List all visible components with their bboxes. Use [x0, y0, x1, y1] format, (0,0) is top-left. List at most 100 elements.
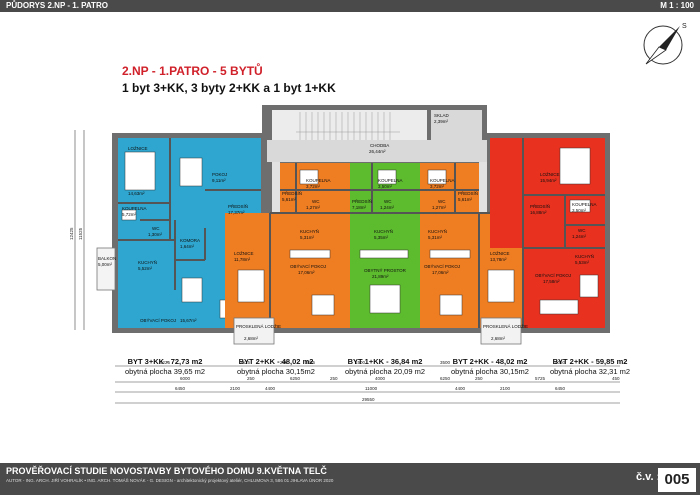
floor-heading: 2.NP - 1.PATRO - 5 BYTŮ	[122, 64, 263, 78]
footer-title: PROVĚŘOVACÍ STUDIE NOVOSTAVBY BYTOVÉHO D…	[6, 466, 327, 476]
b5-wc: WC	[578, 228, 586, 233]
footer-authors: AUTOR - ING. ARCH. JIŘÍ VOHRALÍK • ING. …	[6, 478, 334, 483]
b4-kuchyn: KUCHYŇ	[428, 228, 447, 234]
flat2-loggia	[233, 317, 275, 345]
room-labels: CHODBA 26,44m² SKLAD 2,39m² BALKON 5,00m…	[98, 113, 597, 341]
b1-koupelna-area: 5,72m²	[122, 212, 137, 217]
dim-mid-6: 250	[475, 376, 483, 381]
summary-flat-4: BYT 2+KK - 48,02 m2 obytná plocha 30,15m…	[430, 357, 550, 377]
summary-flat-4-sub: obytná plocha 30,15m2	[451, 367, 529, 376]
dim-mid-4: 4000	[375, 376, 386, 381]
b5-koupelna-area: 3,50m²	[572, 208, 587, 213]
b5-kuchyn-area: 5,53m²	[575, 260, 590, 265]
b5-loznice: LOŽNICE	[540, 170, 560, 177]
b2-koupelna: KOUPELNA	[306, 178, 331, 183]
b4-loznice-area: 13,78m²	[490, 257, 507, 262]
dim-top-0: 4225	[160, 360, 171, 365]
flat4-furniture	[427, 169, 515, 316]
flat5-entry	[490, 138, 528, 248]
flat2-furniture	[237, 169, 335, 316]
b3-kuchyn: KUCHYŇ	[374, 228, 393, 234]
b4-loznice: LOŽNICE	[490, 249, 510, 256]
b3-koupelna-area: 3,50m²	[378, 184, 393, 189]
b3-kuchyn-area: 5,35m²	[374, 235, 389, 240]
summary-flat-3-sub: obytná plocha 20,09 m2	[344, 367, 426, 376]
floor-plan: CHODBA 26,44m² SKLAD 2,39m² BALKON 5,00m…	[69, 105, 620, 404]
b2-predsin-area: 5,61m²	[282, 197, 297, 202]
dimension-bottom	[115, 365, 620, 404]
b5-koupelna: KOUPELNA	[572, 202, 597, 207]
lodzie2-area: 2,68m²	[491, 336, 506, 341]
lodzie1-area: 2,68m²	[244, 336, 259, 341]
b1-predsin-area: 17,37m²	[228, 210, 245, 215]
dim-low-row: 6450 2100 4400 11000 4400 2100 6450	[175, 386, 566, 391]
label-balkon: BALKON	[98, 256, 116, 261]
b2-loznice: LOŽNICE	[234, 249, 254, 256]
b5-predsin-area: 16,88m²	[530, 210, 547, 215]
b5-predsin: PŘEDSÍŇ	[530, 202, 550, 209]
footer-bar	[0, 463, 700, 495]
b1-komora: KOMORA	[180, 238, 200, 243]
b5-obyvaci: OBÝVACÍ POKOJ	[535, 272, 571, 278]
scale-label: M 1 : 100	[660, 1, 694, 10]
area-balkon: 5,00m²	[98, 262, 113, 267]
b2-kuchyn-area: 5,31m²	[300, 235, 315, 240]
b2-wc: WC	[312, 199, 320, 204]
dim-mid-1: 250	[247, 376, 255, 381]
room-chodba	[267, 140, 487, 162]
b4-predsin-area: 5,61m²	[458, 197, 473, 202]
b1-pokoj: POKOJ	[212, 172, 227, 177]
flat3-furniture	[359, 169, 409, 314]
b3-predsin: PŘEDSÍŇ	[352, 197, 372, 204]
b2-obyvaci: OBÝVACÍ POKOJ	[290, 263, 326, 269]
b2-obyvaci-area: 17,06m²	[298, 270, 315, 275]
b3-obytny: OBYTNÝ PROSTOR	[364, 267, 407, 273]
dim-top-6: 4050	[555, 360, 566, 365]
b2-kuchyn: KUCHYŇ	[300, 228, 319, 234]
b1-loznice-area: 14,63m²	[128, 191, 145, 196]
b2-loznice-area: 11,78m²	[234, 257, 251, 262]
dim-top-row: 4225 2625 225 3225 1500 3500 4050	[160, 360, 566, 365]
b4-koupelna-area: 3,72m²	[430, 184, 445, 189]
label-chodba: CHODBA	[370, 143, 389, 148]
b1-predsin: PŘEDSÍŇ	[228, 202, 248, 209]
b3-wc-area: 1,24m²	[380, 205, 395, 210]
summary-flat-5: BYT 2+KK - 59,85 m2 obytná plocha 32,31 …	[530, 357, 650, 377]
dim-mid-5: 6250	[440, 376, 451, 381]
dim-mid-row: 6000 250 6250 250 4000 6250 250 5725 450	[180, 376, 620, 381]
b1-kuchyn: KUCHYŇ	[138, 259, 157, 265]
dim-low-3: 11000	[365, 386, 378, 391]
floor-subheading: 1 byt 3+KK, 3 byty 2+KK a 1 byt 1+KK	[122, 81, 336, 95]
dim-side1: 12425	[69, 227, 74, 240]
b1-koupelna: KOUPELNA	[122, 206, 147, 211]
b2-koupelna-area: 3,72m²	[306, 184, 321, 189]
b4-obyvaci: OBÝVACÍ POKOJ	[424, 263, 460, 269]
b4-koupelna: KOUPELNA	[430, 178, 455, 183]
label-sklad: SKLAD	[434, 113, 450, 118]
b1-wc: WC	[152, 226, 160, 231]
summary-flat-5-title: BYT 2+KK - 59,85 m2	[552, 357, 628, 366]
b4-kuchyn-area: 5,31m²	[428, 235, 443, 240]
north-label: S	[682, 23, 687, 30]
summary-flat-2-title: BYT 2+KK - 48,02 m2	[238, 357, 314, 366]
summary-flat-4-title: BYT 2+KK - 48,02 m2	[452, 357, 528, 366]
b5-wc-area: 1,24m²	[572, 234, 587, 239]
b3-koupelna: KOUPELNA	[378, 178, 403, 183]
flat5-partitions	[522, 138, 605, 328]
flat5-furniture	[539, 147, 599, 315]
b4-wc: WC	[438, 199, 446, 204]
b3-wc: WC	[384, 199, 392, 204]
b2-wc-area: 1,27m²	[306, 205, 321, 210]
dim-mid-8: 450	[612, 376, 620, 381]
dim-mid-0: 6000	[180, 376, 191, 381]
dim-low-0: 6450	[175, 386, 186, 391]
b5-kuchyn: KUCHYŇ	[575, 253, 594, 259]
dim-low-4: 4400	[455, 386, 466, 391]
dim-top-1: 2625	[240, 360, 251, 365]
area-chodba: 26,44m²	[369, 149, 386, 154]
summary-flat-1-title: BYT 3+KK - 72,73 m2	[127, 357, 203, 366]
dim-top-3: 3225	[305, 360, 316, 365]
dim-low-1: 2100	[230, 386, 241, 391]
dim-top-2: 225	[280, 360, 288, 365]
dim-mid-3: 250	[330, 376, 338, 381]
